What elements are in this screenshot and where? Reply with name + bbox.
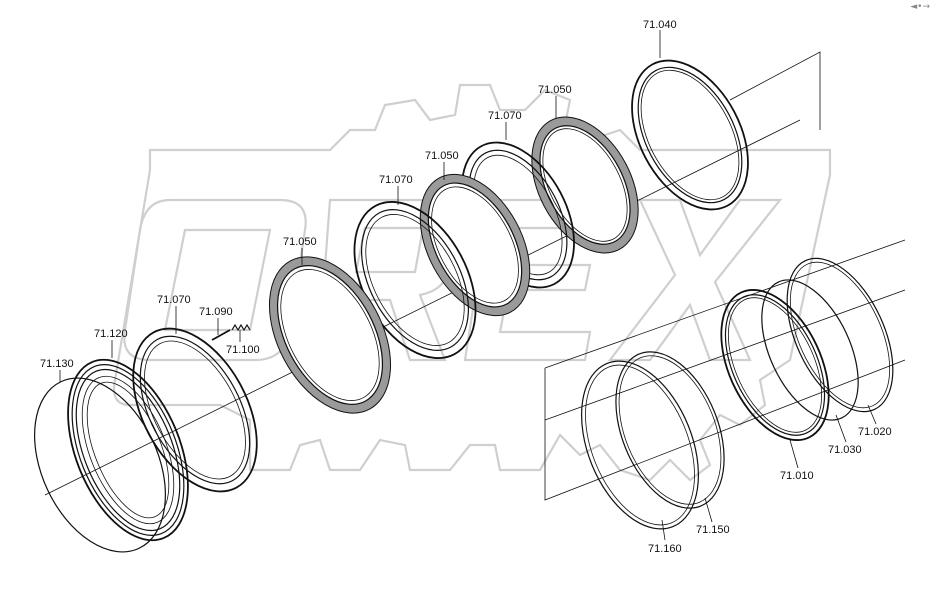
watermark-letter-x	[607, 198, 783, 362]
label-71160: 71.160	[648, 543, 682, 555]
seal-71010	[720, 289, 830, 441]
label-71050-lower: 71.050	[283, 236, 317, 248]
friction-disc-71050-middle	[419, 173, 531, 317]
lower-axis-line	[544, 289, 906, 421]
friction-disc-71050-upper	[531, 116, 639, 254]
label-71040: 71.040	[643, 19, 677, 31]
label-71090: 71.090	[199, 306, 233, 318]
seal-71020	[786, 257, 894, 413]
label-71010: 71.010	[780, 470, 814, 482]
lower-bracket-line	[544, 359, 906, 501]
label-71050-upper: 71.050	[538, 84, 572, 96]
part-labels: 71.040 71.050 71.070 71.050 71.070 71.05…	[40, 19, 892, 555]
plate-71070-middle	[353, 201, 477, 359]
spring-71100	[231, 323, 251, 332]
watermark-gear-outline	[112, 83, 832, 482]
snap-ring-71130	[34, 377, 166, 553]
label-71100: 71.100	[226, 344, 260, 356]
label-71020: 71.020	[858, 426, 892, 438]
leader-lines	[59, 30, 877, 541]
label-71070-upper: 71.070	[488, 110, 522, 122]
friction-disc-71050-lower	[268, 256, 392, 414]
axis-lines	[44, 51, 906, 501]
label-71120: 71.120	[94, 328, 128, 340]
seal-71030	[761, 279, 859, 421]
label-71030: 71.030	[828, 444, 862, 456]
label-71070-middle: 71.070	[379, 174, 413, 186]
label-71070-lower: 71.070	[157, 294, 191, 306]
plate-71040	[631, 59, 749, 211]
piston-71120	[67, 358, 189, 542]
seal-71150	[615, 351, 725, 509]
main-axis-line	[44, 119, 801, 496]
label-71130: 71.130	[40, 358, 74, 370]
pin-71090	[211, 329, 231, 341]
label-71150: 71.150	[696, 524, 730, 536]
seal-71160	[580, 360, 700, 530]
corner-logo-mark: ◄•→	[910, 2, 930, 12]
upper-bracket-line	[729, 51, 821, 130]
lower-bracket-line-2	[544, 239, 906, 369]
label-71050-middle: 71.050	[425, 150, 459, 162]
